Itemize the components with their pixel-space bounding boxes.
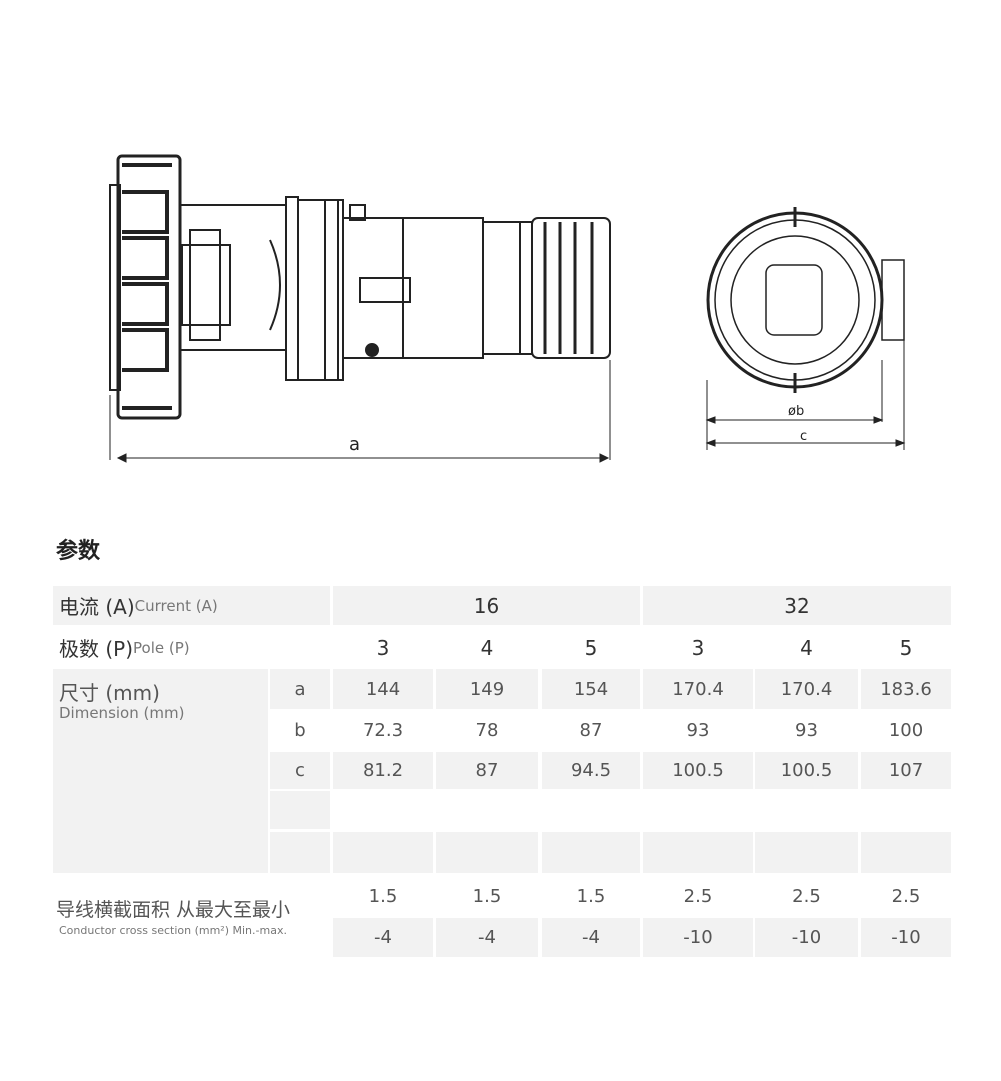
empty-cell bbox=[270, 791, 330, 829]
pole-cell: 4 bbox=[480, 635, 494, 660]
current-label: 电流 (A)Current (A) bbox=[53, 586, 330, 625]
dimension-cell: 100.5 bbox=[755, 752, 858, 789]
current-32: 32 bbox=[643, 586, 951, 625]
current-16: 16 bbox=[333, 586, 640, 625]
empty-cell bbox=[436, 832, 538, 873]
pole-label-en: Pole (P) bbox=[133, 638, 190, 657]
dimension-cell: 144 bbox=[333, 669, 433, 709]
dimension-cell: 72.3 bbox=[362, 720, 404, 741]
conductor-max-cell: 2.5 bbox=[792, 885, 821, 907]
conductor-max-cell: 1.5 bbox=[472, 885, 502, 907]
pole-cell: 3 bbox=[376, 635, 390, 660]
dimension-cell: 81.2 bbox=[333, 752, 433, 789]
dimension-cell: 100.5 bbox=[643, 752, 753, 789]
dimension-label-cn: 尺寸 (mm) bbox=[59, 681, 160, 705]
pole-label-cn: 极数 (P) bbox=[59, 637, 134, 661]
dimension-cell: 87 bbox=[436, 752, 538, 789]
pole-cell: 5 bbox=[584, 635, 598, 660]
empty-cell bbox=[755, 832, 858, 873]
empty-cell bbox=[861, 832, 951, 873]
dimension-cell: 78 bbox=[475, 720, 499, 741]
dimension-key: a bbox=[270, 669, 330, 709]
current-label-en: Current (A) bbox=[134, 596, 218, 615]
dimension-cell: 107 bbox=[861, 752, 951, 789]
dim-a-label: a bbox=[349, 434, 360, 455]
dimension-cell: 183.6 bbox=[861, 669, 951, 709]
dim-b-label: øb bbox=[788, 404, 804, 419]
dimension-cell: 93 bbox=[795, 720, 818, 741]
dimension-cell: 170.4 bbox=[755, 669, 858, 709]
conductor-max-cell: 1.5 bbox=[576, 885, 606, 907]
conductor-min-cell: -4 bbox=[542, 918, 640, 957]
product-drawing: a øb c bbox=[109, 154, 906, 463]
pole-cell: 4 bbox=[800, 635, 813, 660]
conductor-min-cell: -10 bbox=[643, 918, 753, 957]
dimension-key: b bbox=[294, 720, 306, 741]
empty-cell bbox=[333, 832, 433, 873]
conductor-max-cell: 1.5 bbox=[368, 885, 398, 907]
conductor-min-cell: -10 bbox=[861, 918, 951, 957]
dimension-cell: 170.4 bbox=[643, 669, 753, 709]
front-view bbox=[705, 207, 906, 450]
conductor-min-cell: -4 bbox=[436, 918, 538, 957]
dimension-cell: 87 bbox=[579, 720, 603, 741]
conductor-min-cell: -4 bbox=[333, 918, 433, 957]
conductor-min-cell: -10 bbox=[755, 918, 858, 957]
dimension-key: c bbox=[270, 752, 330, 789]
empty-cell bbox=[270, 832, 330, 873]
empty-cell bbox=[542, 832, 640, 873]
pole-cell: 5 bbox=[899, 635, 913, 660]
dimension-cell: 149 bbox=[436, 669, 538, 709]
conductor-max-cell: 2.5 bbox=[891, 885, 921, 907]
dimension-cell: 100 bbox=[888, 720, 924, 741]
current-label-cn: 电流 (A) bbox=[59, 595, 135, 619]
conductor-label-en: Conductor cross section (mm²) Min.-max. bbox=[59, 924, 287, 937]
empty-cell bbox=[643, 832, 753, 873]
dimension-label: 尺寸 (mm) Dimension (mm) bbox=[53, 669, 268, 873]
section-title: 参数 bbox=[56, 539, 101, 564]
side-view bbox=[109, 154, 611, 463]
conductor-label-cn: 导线横截面积 从最大至最小 bbox=[56, 899, 291, 921]
dimension-cell: 154 bbox=[542, 669, 640, 709]
dim-c-label: c bbox=[800, 429, 807, 444]
dimension-cell: 94.5 bbox=[542, 752, 640, 789]
pole-label: 极数 (P)Pole (P) bbox=[53, 628, 330, 667]
conductor-max-cell: 2.5 bbox=[683, 885, 713, 907]
pole-cell: 3 bbox=[691, 635, 705, 660]
dimension-cell: 93 bbox=[686, 720, 710, 741]
dimension-label-en: Dimension (mm) bbox=[59, 704, 185, 722]
